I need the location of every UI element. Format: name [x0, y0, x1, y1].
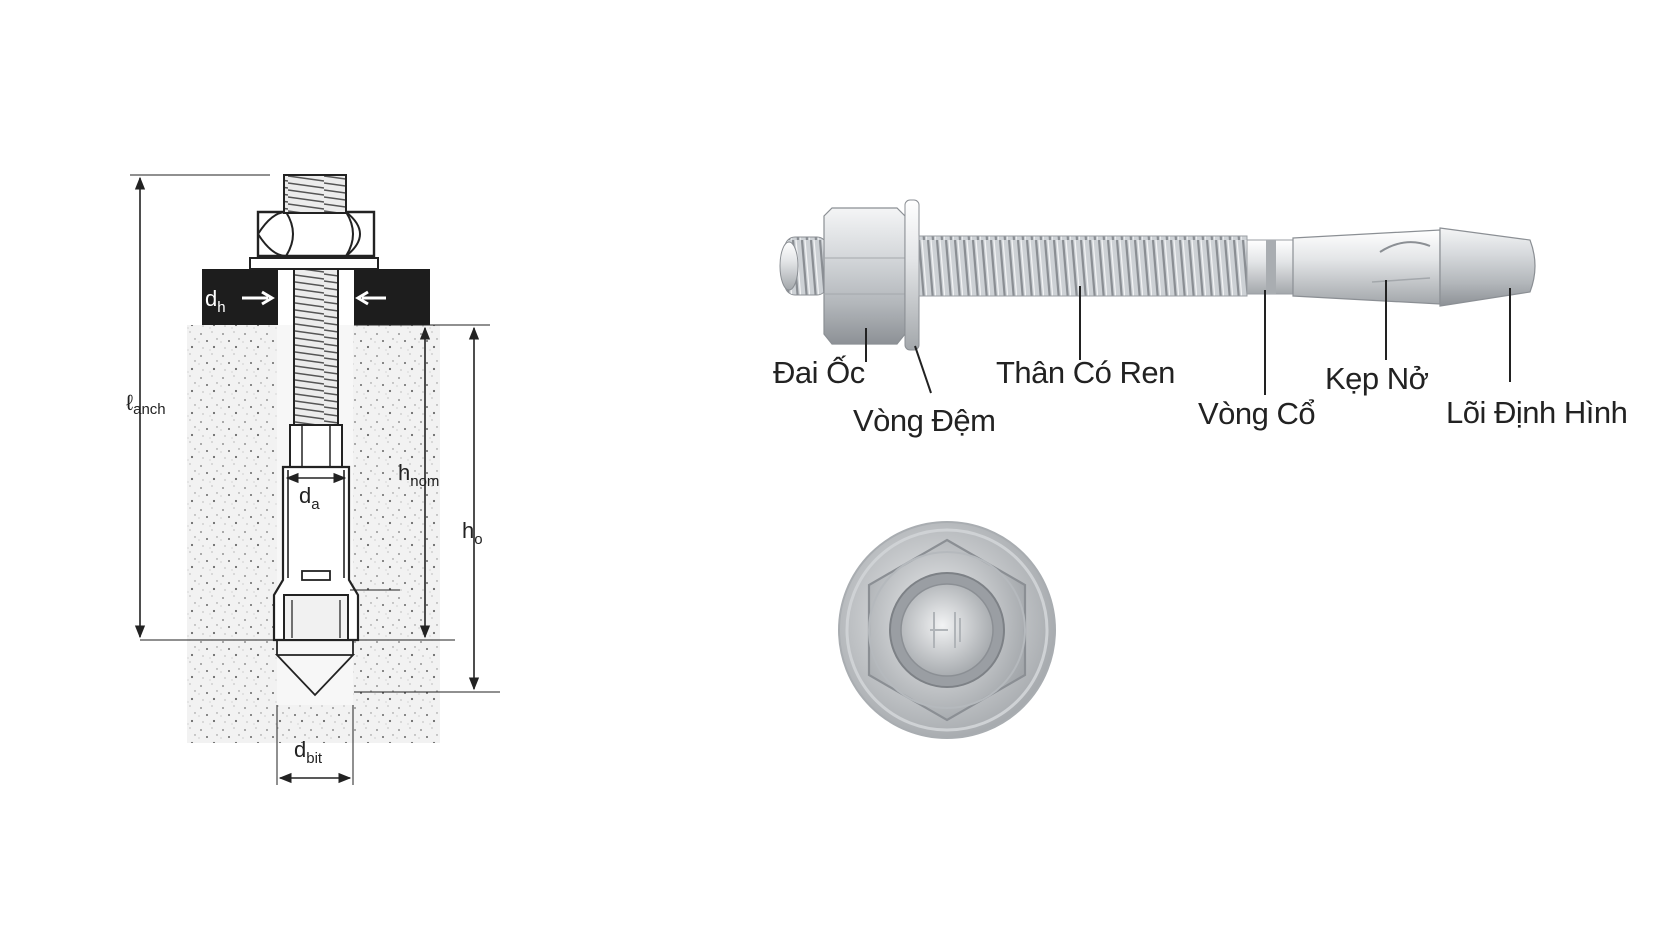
section-collar: [289, 424, 343, 468]
d-a-label: da: [299, 483, 320, 513]
label-threaded-body: Thân Có Ren: [996, 355, 1175, 390]
l-anch-label: ℓanch: [126, 390, 166, 418]
label-washer: Vòng Đệm: [853, 403, 995, 438]
section-core: [283, 594, 349, 641]
label-collar: Vòng Cổ: [1198, 396, 1315, 431]
label-nut: Đai Ốc: [773, 354, 865, 390]
anchor-bolt-side-view: Đai Ốc Vòng Đệm Thân Có Ren Vòng Cổ Kẹp …: [773, 199, 1628, 438]
d-h-arrow-left: [242, 290, 275, 306]
label-profiled-core: Lõi Định Hình: [1446, 395, 1627, 430]
bolt-nut: [823, 207, 906, 345]
drill-tip: [274, 654, 356, 697]
section-nut: [256, 210, 376, 258]
section-thread-top: [283, 174, 347, 214]
h-nom-label: hnom: [398, 460, 439, 490]
h-o-label: ho: [462, 518, 483, 548]
section-washer: [249, 257, 379, 270]
d-h-arrow-right: [355, 290, 386, 306]
leader-washer: [914, 345, 932, 394]
section-rod: [293, 268, 339, 430]
bolt-threaded-body: [918, 235, 1248, 297]
bolt-expansion-clip: [1292, 229, 1441, 305]
anchor-bolt-end-view: [838, 521, 1056, 739]
cross-section-drawing: dh ℓanch da hnom ho dbit: [126, 174, 500, 785]
bolt-profiled-core: [1439, 227, 1536, 307]
bolt-washer: [904, 199, 920, 351]
d-bit-label: dbit: [294, 737, 323, 767]
d-h-label: dh: [205, 286, 226, 316]
label-expansion-clip: Kẹp Nở: [1325, 361, 1429, 396]
